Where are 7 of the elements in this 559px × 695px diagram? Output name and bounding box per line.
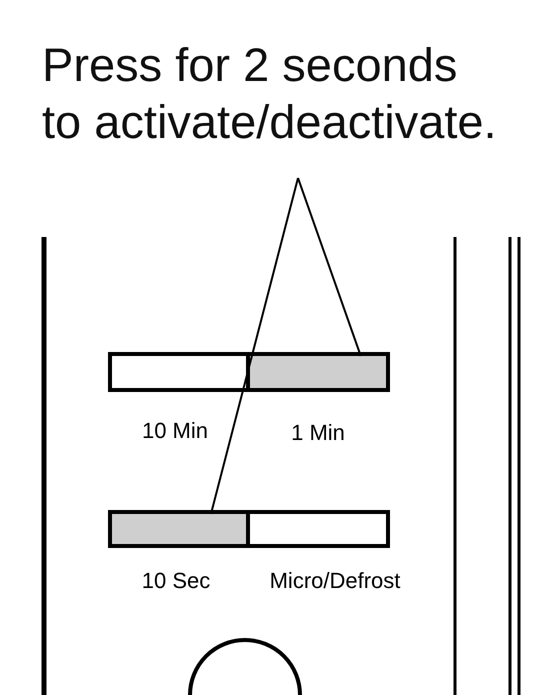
instruction-text: Press for 2 seconds to activate/deactivate. <box>42 36 503 178</box>
button-label: 10 Sec <box>142 568 210 594</box>
leader-line <box>210 178 299 514</box>
leader-line <box>297 178 362 356</box>
button-label: 10 Min <box>142 418 208 444</box>
button-label: 1 Min <box>291 420 345 446</box>
button-label: Micro/Defrost <box>270 568 400 594</box>
